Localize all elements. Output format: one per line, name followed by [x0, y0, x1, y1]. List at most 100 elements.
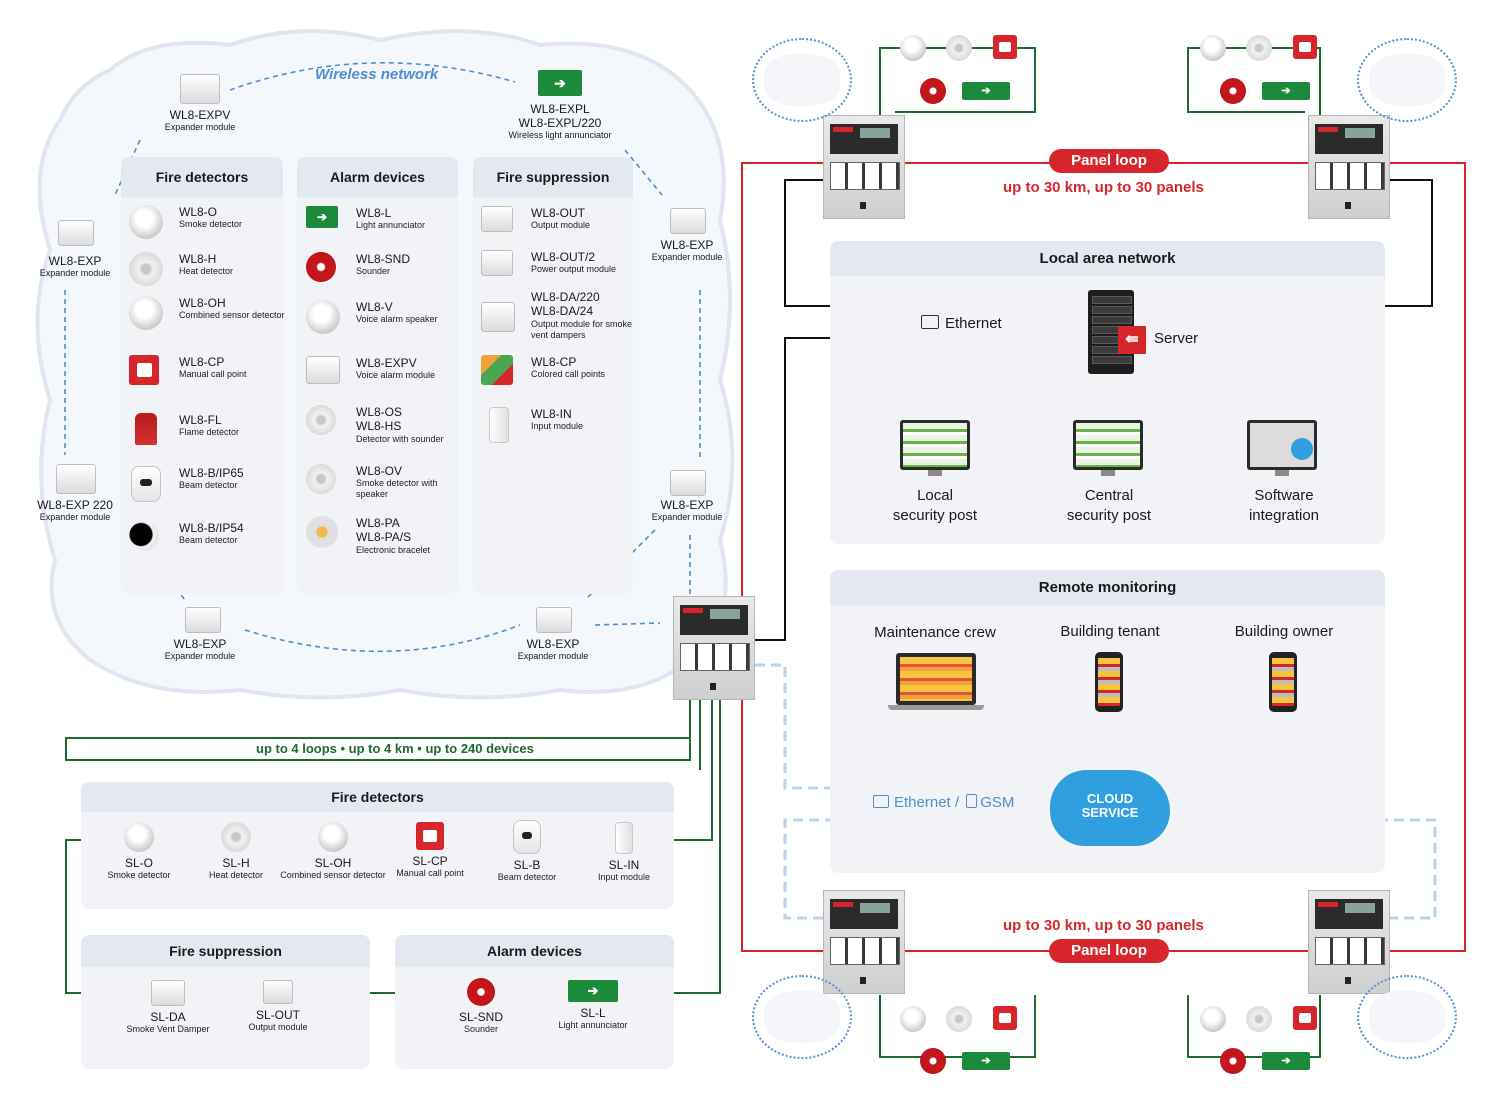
- monitor-local-post-icon: [900, 420, 970, 476]
- device-wl8-exp-right: WL8-EXP Expander module: [637, 238, 737, 263]
- device-name: WL8-EXP: [660, 498, 714, 512]
- item-name-2: WL8-HS: [356, 419, 402, 433]
- wireless-cloud-top-right: [1357, 38, 1457, 122]
- bracelet-icon: [306, 516, 338, 548]
- sounder-icon: [920, 1048, 946, 1074]
- post-software: Software integration: [1224, 486, 1344, 526]
- ethernet-icon: [873, 795, 889, 808]
- device-name: SL-OH: [314, 856, 352, 870]
- device-sl-oh: SL-OH Combined sensor detector: [278, 822, 388, 881]
- item-desc: Sounder: [356, 266, 391, 276]
- device-desc: Smoke Vent Damper: [126, 1024, 210, 1034]
- ethernet-gsm-label: Ethernet / GSM: [873, 794, 1014, 811]
- item-name: WL8-EXPV: [356, 356, 417, 370]
- detector-sounder-icon: [306, 405, 336, 435]
- device-name: SL-DA: [150, 1010, 186, 1024]
- exit-sign-icon: ➔: [1262, 1052, 1310, 1070]
- device-sl-cp: SL-CP Manual call point: [375, 822, 485, 879]
- ethernet-icon: [921, 315, 939, 329]
- device-sl-out: SL-OUT Output module: [223, 980, 333, 1033]
- laptop-icon: [888, 653, 984, 710]
- integration-logo-icon: [1291, 438, 1313, 460]
- expander-module-icon: [185, 607, 221, 633]
- item-name: WL8-B/IP54: [179, 521, 244, 535]
- gsm-text: GSM: [980, 794, 1015, 811]
- wired-fire-suppression-panel: Fire suppression: [81, 935, 370, 1069]
- panel-loop-note-top: up to 30 km, up to 30 panels: [1003, 179, 1204, 196]
- post-line-1: Local: [917, 487, 953, 504]
- smoke-detector-icon: [1200, 1006, 1226, 1032]
- device-name: WL8-EXP: [48, 254, 102, 268]
- call-point-icon: [416, 822, 444, 850]
- device-name: SL-SND: [458, 1010, 503, 1024]
- wireless-cloud-bottom-left: [752, 975, 852, 1059]
- device-desc: Manual call point: [396, 868, 464, 878]
- control-panel-top-left: [823, 115, 905, 219]
- flame-detector-icon: [135, 413, 157, 445]
- monitor-software-integration-icon: [1247, 420, 1317, 476]
- device-desc: Combined sensor detector: [280, 870, 386, 880]
- server-label: Server: [1154, 330, 1199, 347]
- device-wl8-expl: WL8-EXPL WL8-EXPL/220 Wireless light ann…: [500, 102, 620, 141]
- item-name-2: WL8-PA/S: [356, 530, 412, 544]
- device-desc: Beam detector: [497, 872, 557, 882]
- item-desc: Heat detector: [179, 266, 234, 276]
- device-name: WL8-EXP: [173, 637, 227, 651]
- item-name: WL8-CP: [179, 355, 225, 369]
- device-name: WL8-EXPL: [530, 102, 590, 116]
- control-panel-top-right: [1308, 115, 1390, 219]
- post-line-2: integration: [1248, 507, 1320, 524]
- device-sl-in: SL-IN Input module: [569, 822, 679, 883]
- heat-detector-icon: [946, 1006, 972, 1032]
- sounder-icon: [920, 78, 946, 104]
- item-name: WL8-H: [179, 252, 217, 266]
- expander-module-icon: [670, 470, 706, 496]
- smoke-detector-icon: [1200, 35, 1226, 61]
- column-title: Fire detectors: [121, 157, 283, 197]
- ethernet-label: Ethernet: [921, 315, 1002, 332]
- device-desc: Expander module: [39, 512, 111, 522]
- cloud-line-2: SERVICE: [1081, 805, 1139, 820]
- combined-detector-icon: [129, 296, 163, 330]
- item-desc: Voice alarm speaker: [356, 314, 438, 324]
- call-point-icon: [1293, 1006, 1317, 1030]
- device-desc: Input module: [597, 872, 651, 882]
- panel-loop-note-bottom: up to 30 km, up to 30 panels: [1003, 917, 1204, 934]
- wireless-network-title: Wireless network: [315, 66, 439, 83]
- device-sl-b: SL-B Beam detector: [472, 820, 582, 883]
- item-desc: Power output module: [531, 264, 617, 274]
- cloud-service-icon: CLOUD SERVICE: [1050, 770, 1170, 846]
- remote-tenant: Building tenant: [1060, 623, 1160, 640]
- item-name: WL8-L: [356, 206, 392, 220]
- item-desc: Beam detector: [179, 535, 238, 545]
- exit-sign-icon: ➔: [962, 82, 1010, 100]
- post-central: Central security post: [1049, 486, 1169, 526]
- item-desc: Input module: [531, 421, 584, 431]
- monitor-central-post-icon: [1073, 420, 1143, 476]
- server-logo-icon: ⇚: [1118, 326, 1146, 354]
- panel-loop-label-bottom: Panel loop: [1049, 939, 1169, 963]
- expander-module-icon: [670, 208, 706, 234]
- input-module-icon: [489, 407, 509, 443]
- call-point-icon: [1293, 35, 1317, 59]
- item-name-2: WL8-DA/24: [531, 304, 594, 318]
- colored-call-points-icon: [481, 355, 513, 385]
- loops-capacity-text: up to 4 loops • up to 4 km • up to 240 d…: [256, 741, 534, 756]
- device-sl-h: SL-H Heat detector: [181, 822, 291, 881]
- panel-device-loops: [879, 47, 1321, 1058]
- lan-title: Local area network: [830, 241, 1385, 276]
- exit-sign-icon: ➔: [568, 980, 618, 1002]
- device-wl8-exp-bottom-left: WL8-EXP Expander module: [150, 637, 250, 662]
- call-point-icon: [993, 35, 1017, 59]
- device-desc: Wireless light annunciator: [508, 130, 612, 140]
- device-desc: Expander module: [39, 268, 111, 278]
- device-desc: Heat detector: [208, 870, 264, 880]
- device-desc: Sounder: [463, 1024, 499, 1034]
- item-name: WL8-OS: [356, 405, 403, 419]
- device-name: SL-H: [222, 856, 250, 870]
- wired-alarm-devices-panel: Alarm devices: [395, 935, 674, 1069]
- sounder-icon: [306, 252, 336, 282]
- heat-detector-icon: [1246, 35, 1272, 61]
- expander-module-icon: [180, 74, 220, 104]
- device-sl-da: SL-DA Smoke Vent Damper: [113, 980, 223, 1035]
